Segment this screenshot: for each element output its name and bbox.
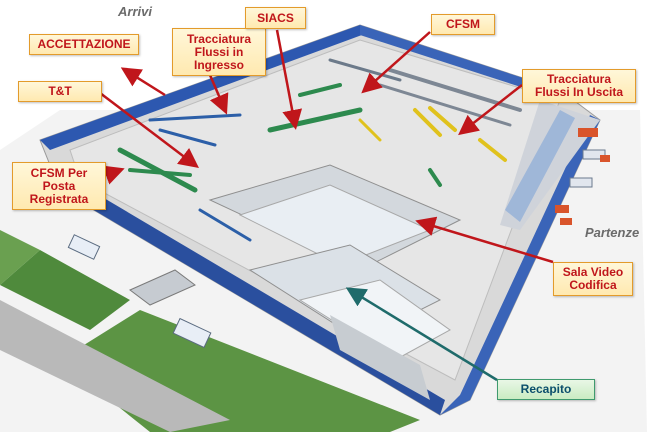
label-cfsm-posta-text: CFSM Per Posta Registrata bbox=[29, 165, 89, 206]
label-sala-video-codifica: Sala Video Codifica bbox=[553, 262, 633, 296]
label-accettazione: ACCETTAZIONE bbox=[29, 34, 139, 55]
area-arrivi: Arrivi bbox=[118, 4, 152, 19]
label-tt: T&T bbox=[18, 81, 102, 102]
callout-arrows bbox=[99, 29, 554, 382]
arrow-tracciatura-ingresso bbox=[208, 74, 229, 115]
label-recapito: Recapito bbox=[497, 379, 595, 400]
road bbox=[0, 300, 230, 432]
label-tracciatura-ingresso-text: Tracciatura Flussi in Ingresso bbox=[186, 31, 252, 72]
label-tracciatura-ingresso: Tracciatura Flussi in Ingresso bbox=[172, 28, 266, 76]
label-cfsm-text: CFSM bbox=[446, 17, 480, 31]
area-partenze: Partenze bbox=[585, 225, 640, 240]
label-cfsm-posta-registrata: CFSM Per Posta Registrata bbox=[12, 162, 106, 210]
label-siacs-text: SIACS bbox=[257, 10, 294, 25]
label-tracciatura-uscita: Tracciatura Flussi In Uscita bbox=[522, 69, 636, 103]
label-siacs: SIACS bbox=[245, 7, 306, 29]
interior-rooms bbox=[208, 164, 462, 400]
label-cfsm: CFSM bbox=[431, 14, 495, 35]
arrow-siacs bbox=[275, 29, 303, 130]
arrow-sala-video bbox=[415, 216, 554, 264]
label-sala-video-text: Sala Video Codifica bbox=[562, 265, 624, 292]
trucks bbox=[67, 128, 610, 349]
label-recapito-text: Recapito bbox=[520, 382, 572, 396]
arrow-cfsm bbox=[361, 31, 431, 94]
arrow-cfsm-posta bbox=[102, 165, 125, 185]
arrow-recapito bbox=[345, 287, 498, 382]
label-accettazione-text: ACCETTAZIONE bbox=[37, 37, 131, 51]
entrance-gate bbox=[129, 269, 196, 306]
lawn-left bbox=[0, 250, 130, 330]
arrow-tracciatura-uscita bbox=[458, 84, 523, 136]
label-tracciatura-uscita-text: Tracciatura Flussi In Uscita bbox=[534, 72, 624, 99]
arrow-accettazione bbox=[120, 67, 166, 97]
label-tt-text: T&T bbox=[48, 84, 72, 98]
arrow-tt bbox=[99, 92, 199, 169]
